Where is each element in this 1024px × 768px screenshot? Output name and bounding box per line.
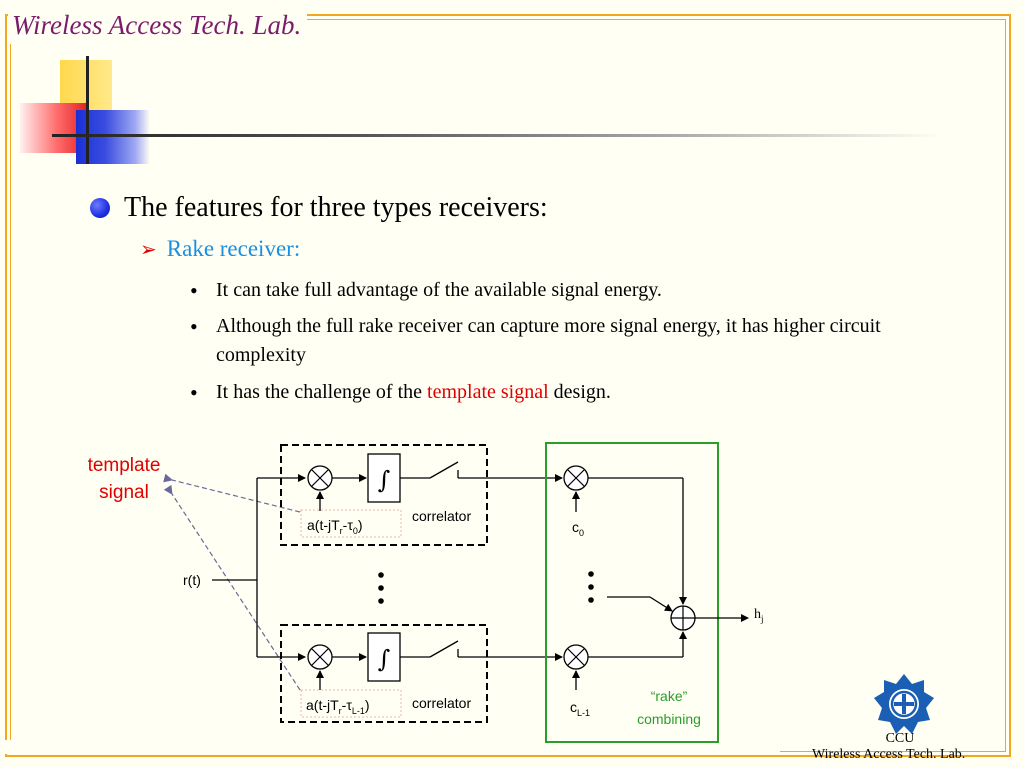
template-signal-label: template bbox=[88, 455, 161, 476]
footer-org: CCU bbox=[885, 731, 915, 746]
point-item: • Although the full rake receiver can ca… bbox=[190, 312, 950, 370]
highlight-text: template signal bbox=[427, 381, 549, 403]
correlator-box-bottom bbox=[280, 624, 488, 723]
point-text: Although the full rake receiver can capt… bbox=[216, 315, 881, 366]
multiplier-icon bbox=[563, 644, 589, 670]
adder-icon bbox=[670, 605, 696, 631]
integral-icon: ∫ bbox=[378, 645, 391, 673]
template-waveform-label: a(t-jTr-τL-1) bbox=[306, 697, 370, 716]
template-waveform-label: a(t-jTr-τ0) bbox=[307, 517, 363, 536]
correlator-label: correlator bbox=[412, 695, 471, 711]
heading-text: The features for three types receivers: bbox=[124, 192, 548, 223]
integral-icon: ∫ bbox=[378, 466, 391, 494]
subheading-bullet: ➢ Rake receiver: bbox=[140, 236, 300, 262]
input-label: r(t) bbox=[183, 572, 201, 588]
ellipsis-icon bbox=[588, 571, 594, 603]
ccu-logo-icon bbox=[874, 674, 934, 734]
circle-bullet-icon bbox=[90, 198, 110, 218]
point-item: • It has the challenge of the template s… bbox=[190, 378, 950, 407]
multiplier-icon bbox=[307, 465, 333, 491]
heading-bullet: The features for three types receivers: bbox=[90, 192, 548, 224]
dot-bullet-icon: • bbox=[190, 380, 198, 405]
ellipsis-icon bbox=[378, 572, 384, 604]
point-text: It can take full advantage of the availa… bbox=[216, 279, 662, 301]
correlator-box-top bbox=[280, 444, 488, 546]
output-label: hj bbox=[754, 607, 764, 624]
slide-frame-outer bbox=[5, 14, 1011, 757]
rake-combining-label: “rake” bbox=[651, 688, 688, 704]
rake-combining-box bbox=[545, 442, 719, 743]
integrator-box-top bbox=[367, 453, 401, 503]
rake-combining-label: combining bbox=[637, 711, 701, 727]
multiplier-icon bbox=[563, 465, 589, 491]
dot-bullet-icon: • bbox=[190, 314, 198, 339]
template-signal-label: signal bbox=[99, 482, 149, 503]
template-link-top bbox=[163, 473, 301, 513]
integrator-box-bottom bbox=[367, 632, 401, 682]
decor-horizontal-line bbox=[52, 134, 942, 137]
dot-bullet-icon: • bbox=[190, 278, 198, 303]
subheading-text: Rake receiver: bbox=[166, 236, 301, 261]
correlator-label: correlator bbox=[412, 508, 471, 524]
sampler-switch-icon bbox=[429, 640, 459, 658]
multiplier-icon bbox=[307, 644, 333, 670]
sampler-switch-icon bbox=[429, 461, 459, 479]
decor-vertical-line bbox=[86, 56, 89, 164]
point-text: It has the challenge of the template sig… bbox=[216, 381, 611, 403]
template-link-bottom bbox=[163, 484, 301, 691]
frame-bottom-gap bbox=[0, 740, 780, 754]
coefficient-label-bottom: cL-1 bbox=[570, 699, 590, 718]
point-item: • It can take full advantage of the avai… bbox=[190, 276, 950, 305]
header-title: Wireless Access Tech. Lab. bbox=[8, 6, 308, 44]
footer-lab: Wireless Access Tech. Lab. bbox=[812, 747, 966, 762]
coefficient-label-top: c0 bbox=[572, 519, 584, 538]
arrow-bullet-icon: ➢ bbox=[140, 238, 157, 261]
